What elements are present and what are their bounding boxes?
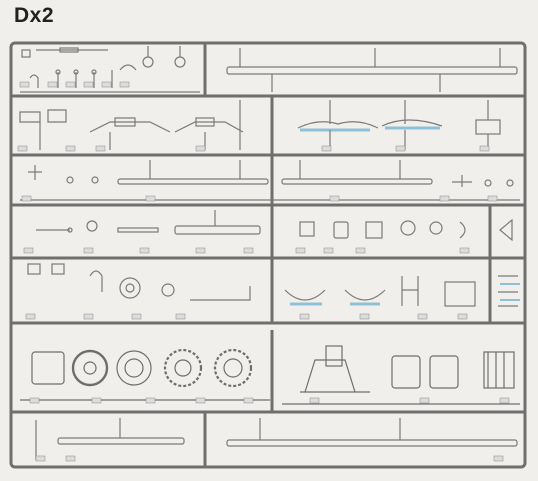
row3-rods xyxy=(20,160,520,201)
accent-brackets xyxy=(297,100,501,150)
sheet-title: Dx2 xyxy=(14,4,55,27)
row1-small-parts xyxy=(20,46,200,93)
row7-rods xyxy=(35,418,518,460)
rod-icon xyxy=(226,48,518,92)
sprue-frame-icon xyxy=(9,41,527,469)
bracket-icon xyxy=(19,100,244,150)
gear-icon xyxy=(20,348,270,401)
wheel-icon xyxy=(282,345,520,405)
row4-parts xyxy=(36,210,513,242)
row5-parts xyxy=(27,263,520,307)
